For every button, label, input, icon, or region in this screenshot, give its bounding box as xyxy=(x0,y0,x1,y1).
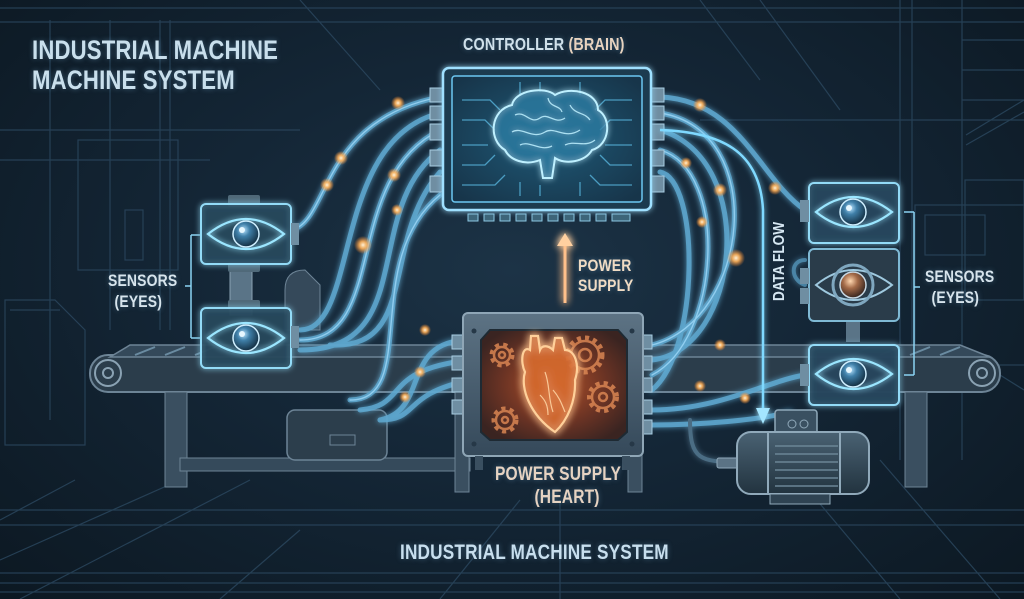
sensors-right-label: SENSORS (EYES) xyxy=(925,266,994,308)
eye-icon xyxy=(814,195,894,229)
gear-icon xyxy=(489,335,619,434)
brain-icon xyxy=(492,89,608,179)
sensors-right xyxy=(800,182,920,406)
eye-icon xyxy=(814,357,894,391)
sensor-eye-left-2 xyxy=(200,300,292,369)
sensors-left-label: SENSORS (EYES) xyxy=(108,270,177,312)
controller-label-accent: (BRAIN) xyxy=(568,34,625,54)
data-flow-label: DATA FLOW xyxy=(771,221,788,301)
eye-icon xyxy=(206,217,286,251)
sensor-eye-left-1 xyxy=(200,195,292,272)
heart-icon xyxy=(521,334,579,434)
sensor-eye-right-2 xyxy=(808,248,900,322)
sensors-left xyxy=(185,195,299,369)
eye-icon xyxy=(206,321,286,355)
sensors-right-line2: (EYES) xyxy=(931,288,980,307)
electric-motor xyxy=(716,409,870,505)
data-pulses xyxy=(320,96,782,404)
power-supply-unit-label: POWER SUPPLY (HEART) xyxy=(495,463,621,509)
title-line-1: INDUSTRIAL MACHINE xyxy=(32,35,279,65)
power-supply-unit xyxy=(451,312,653,470)
sensors-left-line1: SENSORS xyxy=(108,271,178,290)
controller-unit xyxy=(429,66,665,222)
title-line-2: MACHINE SYSTEM xyxy=(32,65,235,95)
power-supply-arrow-line1: POWER xyxy=(578,256,632,275)
auxiliary-motor xyxy=(284,269,388,461)
controller-label: CONTROLLER (BRAIN) xyxy=(463,34,625,55)
power-supply-unit-line1: POWER SUPPLY xyxy=(495,464,622,485)
sensors-left-line2: (EYES) xyxy=(114,292,163,311)
sensors-right-line1: SENSORS xyxy=(925,267,995,286)
power-supply-unit-line2: (HEART) xyxy=(534,487,600,508)
power-supply-arrow-line2: SUPPLY xyxy=(578,276,634,295)
sensor-eye-right-3 xyxy=(808,344,900,406)
data-flow-arrow xyxy=(659,128,770,424)
diagram-title: INDUSTRIAL MACHINE MACHINE SYSTEM xyxy=(32,35,278,95)
sensor-eye-right-1 xyxy=(808,182,900,244)
controller-label-main: CONTROLLER xyxy=(463,34,565,54)
power-supply-arrow xyxy=(557,233,573,303)
power-supply-arrow-label: POWER SUPPLY xyxy=(578,256,633,296)
bottom-title: INDUSTRIAL MACHINE SYSTEM xyxy=(400,541,669,564)
